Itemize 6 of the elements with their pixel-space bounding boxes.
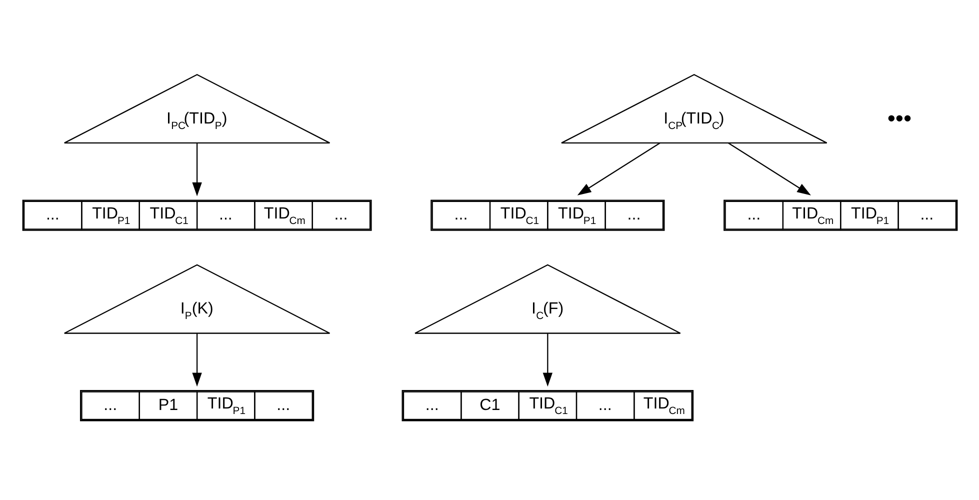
arrow [542,333,552,386]
arrow [576,142,660,195]
arrow [192,142,202,196]
arrow [192,333,202,386]
label: ••• [886,104,912,130]
arrow [728,142,810,195]
